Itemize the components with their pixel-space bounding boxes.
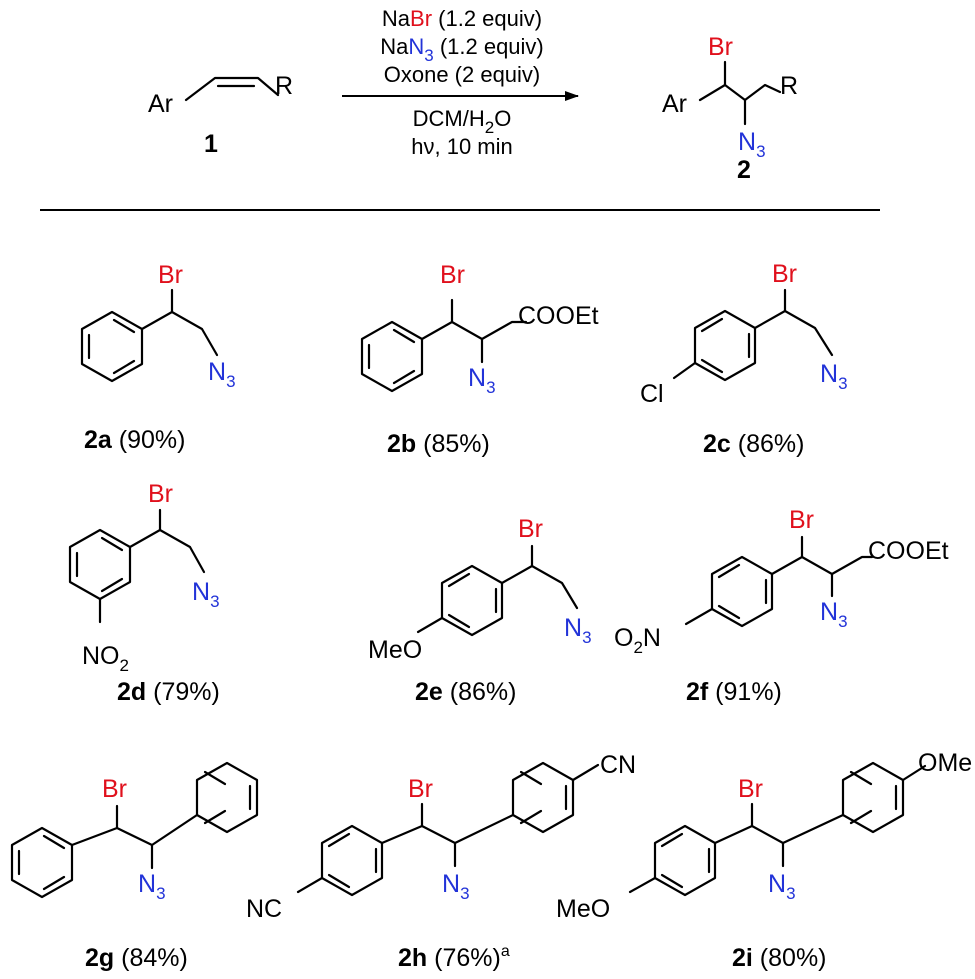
compound-label: 2b (85%) bbox=[387, 430, 490, 458]
compound-2d: Br N3 NO2 2d (79%) bbox=[68, 480, 220, 706]
compound-2i: MeO OMe Br N3 2i (80%) bbox=[556, 749, 972, 972]
cooet-label: COOEt bbox=[868, 537, 949, 565]
n3-label: N3 bbox=[468, 364, 496, 397]
meo-label: MeO bbox=[556, 895, 610, 923]
compound-label: 2a (90%) bbox=[84, 426, 185, 454]
compound-2b: Br COOEt N3 2b (85%) bbox=[360, 261, 599, 458]
br-label: Br bbox=[772, 260, 797, 288]
benzene-ring-left bbox=[10, 826, 74, 899]
compound-label: 2i (80%) bbox=[732, 944, 827, 972]
solvent: DCM/H2O bbox=[413, 106, 512, 137]
benzene-ring bbox=[68, 528, 132, 601]
br-label: Br bbox=[158, 261, 183, 289]
br-label: Br bbox=[148, 480, 173, 508]
compound-2c: Cl Br N3 2c (86%) bbox=[640, 260, 848, 458]
ome-label: OMe bbox=[918, 749, 972, 777]
br-label: Br bbox=[440, 261, 465, 289]
product-n3-label: N3 bbox=[738, 128, 766, 161]
compound-label: 2f (91%) bbox=[686, 678, 782, 706]
reagent-nan3: NaN3 (1.2 equiv) bbox=[380, 34, 544, 65]
no2-label: NO2 bbox=[82, 642, 129, 675]
benzene-ring bbox=[440, 564, 504, 637]
product-br-label: Br bbox=[708, 33, 733, 61]
reagent-oxone: Oxone (2 equiv) bbox=[384, 62, 541, 87]
n3-label: N3 bbox=[138, 870, 166, 903]
benzene-ring bbox=[360, 320, 424, 393]
compound-2e: MeO Br N3 2e (86%) bbox=[368, 515, 592, 706]
benzene-ring-left bbox=[320, 824, 384, 897]
nc-label: NC bbox=[246, 895, 282, 923]
compound-2a: Br N3 2a (90%) bbox=[80, 261, 236, 454]
n3-label: N3 bbox=[820, 360, 848, 393]
light-time: hν, 10 min bbox=[411, 134, 513, 159]
br-label: Br bbox=[102, 775, 127, 803]
benzene-ring-right bbox=[195, 761, 259, 834]
reaction-conditions: NaBr (1.2 equiv) NaN3 (1.2 equiv) Oxone … bbox=[342, 6, 579, 159]
product-r-label: R bbox=[780, 72, 798, 100]
product-2-general: Ar R Br N3 2 bbox=[662, 33, 798, 184]
n3-label: N3 bbox=[442, 870, 470, 903]
cl-label: Cl bbox=[640, 380, 664, 408]
product-ar-label: Ar bbox=[662, 90, 687, 118]
compound-2g: Br N3 2g (84%) bbox=[10, 761, 259, 972]
compound-2f: O2N Br COOEt N3 2f (91%) bbox=[614, 506, 949, 706]
cn-label: CN bbox=[600, 751, 636, 779]
br-label: Br bbox=[789, 506, 814, 534]
compound-2h: NC CN Br N3 2h (76%)a bbox=[246, 751, 636, 972]
benzene-ring-left bbox=[653, 824, 717, 897]
reagent-nabr: NaBr (1.2 equiv) bbox=[382, 6, 542, 31]
br-label: Br bbox=[408, 775, 433, 803]
sm-r-label: R bbox=[275, 72, 293, 100]
n3-label: N3 bbox=[768, 870, 796, 903]
compound-label: 2e (86%) bbox=[415, 678, 516, 706]
br-label: Br bbox=[738, 775, 763, 803]
sm-compound-number: 1 bbox=[204, 130, 218, 158]
n3-label: N3 bbox=[192, 578, 220, 611]
n3-label: N3 bbox=[564, 614, 592, 647]
compound-label: 2g (84%) bbox=[85, 944, 188, 972]
starting-material-1: Ar R 1 bbox=[148, 72, 293, 158]
benzene-ring bbox=[693, 309, 757, 382]
meo-label: MeO bbox=[368, 636, 422, 664]
sm-ar-label: Ar bbox=[148, 90, 173, 118]
compound-label: 2h (76%)a bbox=[398, 943, 510, 972]
coooet-label: COOEt bbox=[518, 302, 599, 330]
compound-label: 2c (86%) bbox=[703, 430, 804, 458]
product-compound-number: 2 bbox=[737, 156, 751, 184]
benzene-ring bbox=[80, 310, 144, 383]
n3-label: N3 bbox=[208, 358, 236, 391]
compound-label: 2d (79%) bbox=[117, 678, 220, 706]
br-label: Br bbox=[518, 515, 543, 543]
benzene-ring bbox=[710, 555, 774, 628]
o2n-label: O2N bbox=[614, 624, 661, 657]
n3-label: N3 bbox=[820, 598, 848, 631]
